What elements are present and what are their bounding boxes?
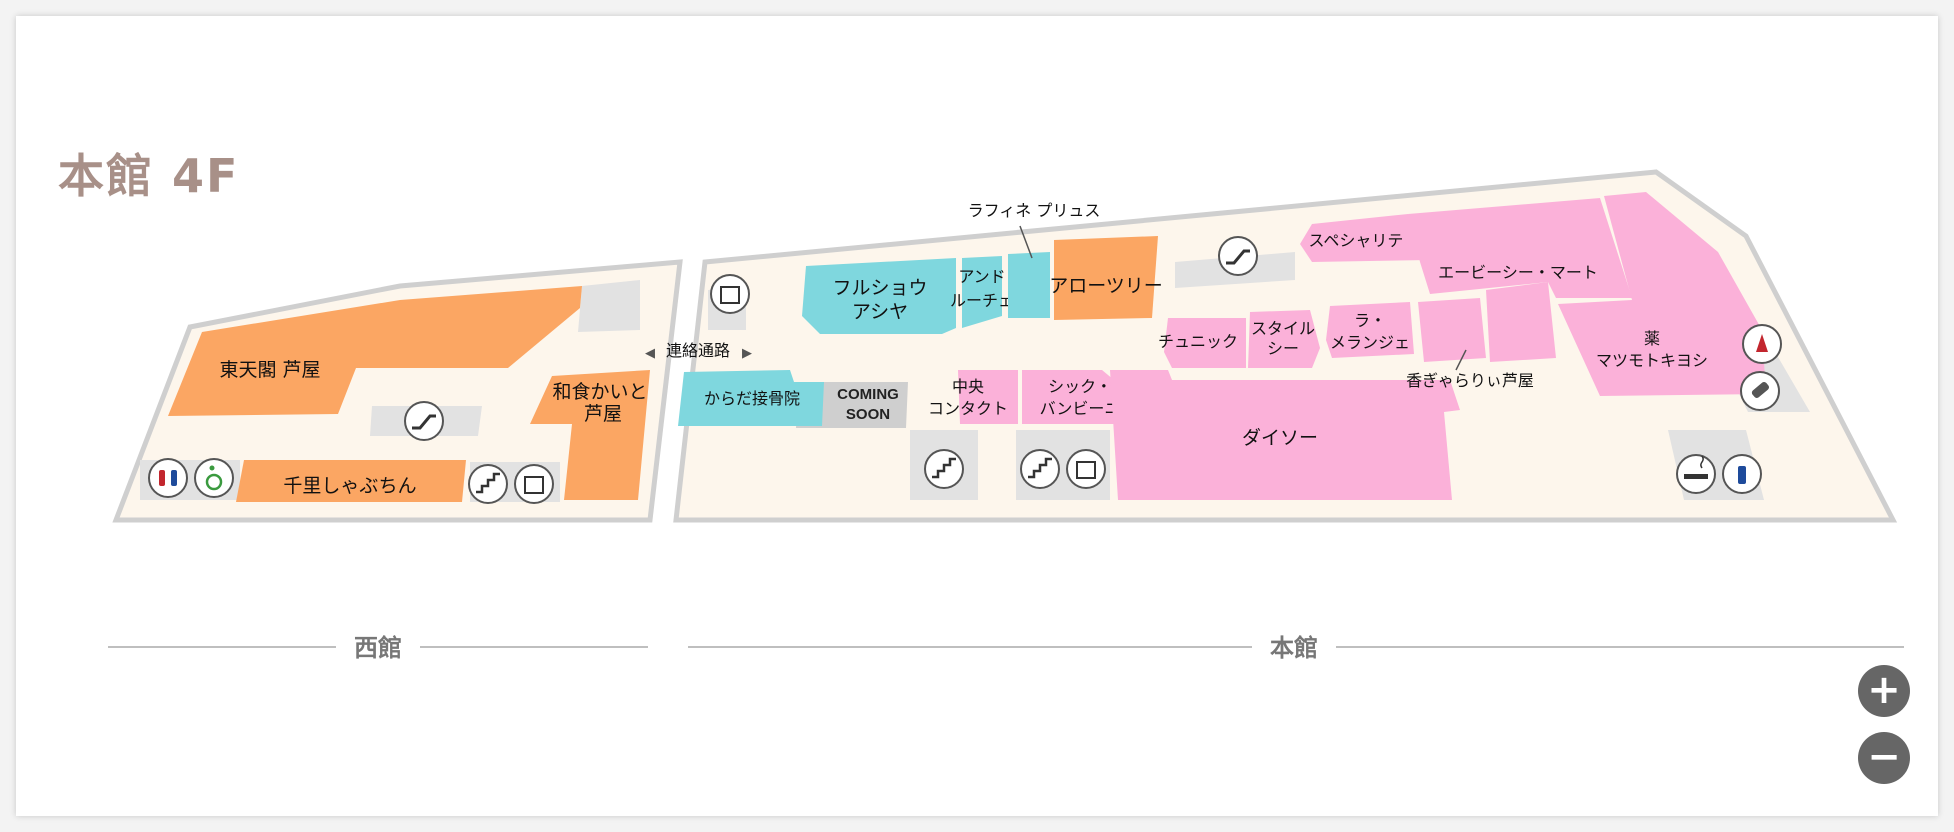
elevator-icon [710,274,750,314]
facility-area [796,382,908,428]
shop-karada-clinic[interactable]: からだ接骨院 [678,370,824,426]
shop-raffine-plus[interactable]: ラフィネ プリュス [968,201,1101,318]
shop-label: 薬 [1644,329,1660,348]
shop-label: エービーシー・マート [1438,263,1598,282]
shop-label: からだ接骨院 [704,389,800,408]
arrow-right-icon: ▶ [742,346,752,361]
restroom-icon [148,458,188,498]
shop-label: スペシャリテ [1309,231,1404,250]
shop-coming-soon[interactable]: COMING SOON [837,386,899,423]
baby-bottle-icon [1740,371,1780,411]
zoom-out-button[interactable]: − [1858,732,1910,784]
shop-label: メランジェ [1330,333,1410,352]
stairs-icon [924,449,964,489]
shop-label: アローツリー [1049,275,1163,297]
shop-senri-shabuchin[interactable]: 千里しゃぶちん [236,460,466,502]
west-building-label: 西館 [354,634,402,662]
shop-label: ダイソー [1242,427,1318,449]
connecting-corridor-label: ◀ 連絡通路 ▶ [645,341,752,361]
escalator-icon [404,401,444,441]
shop-label: 中央 [952,377,984,396]
womens-restroom-icon [1742,324,1782,364]
shop-label: シック・ [1048,377,1112,396]
main-building-label: 本館 [1270,634,1318,662]
shop-washoku-kaito[interactable]: 和食かいと 芦屋 [530,370,650,500]
shop-specialite[interactable]: スペシャリテ [1300,214,1430,262]
shop-label: ラフィネ プリュス [968,201,1101,220]
shop-label: マツモトキヨシ [1596,351,1708,370]
shop-fulsho-ashiya[interactable]: フルショウ アシヤ [802,258,956,334]
building-legend: 西館 本館 [108,634,1904,662]
smoking-icon [1676,454,1716,494]
shop-and-luce[interactable]: アンド ルーチェ [950,256,1014,328]
shop-matsumoto-kiyoshi[interactable]: 薬 マツモトキヨシ [1558,192,1766,396]
shop-label: アンド [958,267,1005,286]
shop-label: 和食かいと [552,381,647,403]
shop-chic-bambini[interactable]: シック・ バンビーニ [1022,370,1120,424]
shop-label: バンビーニ [1040,399,1121,418]
shop-arrow-tree[interactable]: アローツリー [1049,236,1163,320]
shop-label: チュニック [1158,332,1238,351]
elevator-icon [1066,449,1106,489]
shop-chuo-contact[interactable]: 中央 コンタクト [928,370,1018,424]
elevator-icon [514,464,554,504]
stairs-icon [1020,449,1060,489]
corridor-label: 連絡通路 [666,341,730,360]
shop-label: 東天閣 芦屋 [219,359,320,381]
shop-label: コンタクト [928,399,1008,418]
leader-line [1455,349,1467,371]
shop-label: スタイル [1251,319,1315,338]
shop-kaori-gallery[interactable]: 香ぎゃらりぃ芦屋 [1406,282,1556,390]
shop-daiso[interactable]: ダイソー [1110,370,1460,500]
shop-label: シー [1267,339,1299,358]
shop-style-c[interactable]: スタイル シー [1248,310,1320,368]
floor-title: 本館 4F [58,149,240,203]
shop-label: ルーチェ [950,291,1014,310]
shop-la-melange[interactable]: ラ・ メランジェ [1326,302,1414,358]
wheelchair-icon [194,458,234,498]
shop-tunic[interactable]: チュニック [1158,318,1246,368]
shop-label: アシヤ [852,301,908,323]
facility-area [578,280,640,332]
arrow-left-icon: ◀ [645,346,655,361]
shop-label: COMING [837,386,899,403]
leader-line [1019,225,1033,259]
shop-toutenkaku[interactable]: 東天閣 芦屋 [168,286,582,416]
shop-label: 芦屋 [584,403,622,425]
shop-label: 千里しゃぶちん [283,475,416,497]
shop-label: フルショウ [832,277,927,299]
shop-abc-mart[interactable]: エービーシー・マート [1408,198,1632,298]
escalator-icon [1218,236,1258,276]
shop-label: ラ・ [1354,311,1386,330]
stairs-icon [468,464,508,504]
mens-restroom-icon [1722,454,1762,494]
zoom-in-button[interactable]: + [1858,665,1910,717]
shop-label: SOON [846,406,890,423]
shop-label: 香ぎゃらりぃ芦屋 [1406,371,1534,390]
